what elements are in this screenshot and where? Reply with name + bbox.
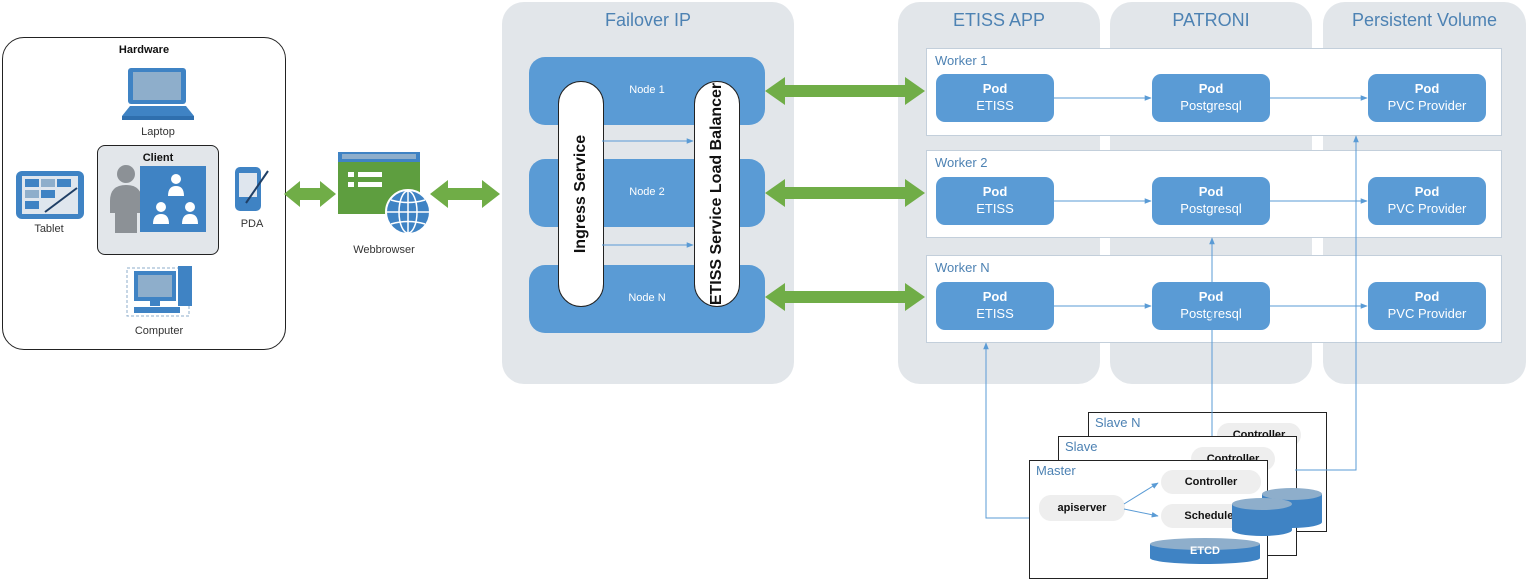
pod-etiss-1: Pod ETISS [936,74,1054,122]
pda-label: PDA [240,218,264,230]
pod-etiss-n: Pod ETISS [936,282,1054,330]
pod-subtitle: ETISS [976,201,1014,216]
pod-subtitle: ETISS [976,306,1014,321]
failover-node-label: Node N [628,292,666,304]
laptop-label: Laptop [141,126,175,138]
pod-title: Pod [1198,289,1224,304]
etiss-app-title: ETISS APP [952,10,1046,30]
pod-title: Pod [982,289,1008,304]
pod-postgres-1: Pod Postgresql [1152,74,1270,122]
hardware-title: Hardware [118,44,170,56]
webbrowser-label: Webbrowser [353,244,415,256]
pod-etiss-2: Pod ETISS [936,177,1054,225]
ingress-service-pill: Ingress Service [558,81,604,307]
apiserver-connector [983,342,1029,519]
slave-etcd-cylinder [1232,498,1292,536]
pod-title: Pod [1198,184,1224,199]
pod-subtitle: PVC Provider [1387,98,1467,113]
green-arrow-browser-failover [430,180,500,208]
pod-subtitle: Postgresql [1180,98,1242,113]
failover-ip-title: Failover IP [604,10,692,30]
computer-icon [126,266,192,317]
pod-title: Pod [982,184,1008,199]
master-controller: Controller [1161,470,1261,494]
failover-node-label: Node 2 [629,186,665,198]
pod-subtitle: PVC Provider [1387,201,1467,216]
api-to-controller-arrow [1123,482,1159,505]
failover-node-label: Node 1 [629,84,665,96]
master-label: Master [1036,463,1076,478]
pod-postgres-2: Pod Postgresql [1152,177,1270,225]
master-apiserver: apiserver [1039,495,1125,521]
patroni-title: PATRONI [1172,10,1250,30]
pod-subtitle: PVC Provider [1387,306,1467,321]
pv-vertical-connector [1295,135,1359,471]
laptop-icon [122,68,194,120]
tablet-icon [16,171,84,219]
pod-subtitle: Postgresql [1180,201,1242,216]
pod-title: Pod [1414,289,1440,304]
etcd-label: ETCD [1190,545,1220,557]
pod-title: Pod [1414,81,1440,96]
api-to-scheduler-arrow [1123,508,1159,518]
load-balancer-pill: ETISS Service Load Balancer [694,81,740,307]
client-person-icon [110,165,142,233]
pod-postgres-n: Pod Postgresql [1152,282,1270,330]
persistent-volume-title: Persistent Volume [1351,10,1498,30]
green-arrow-noden-workern [765,283,925,311]
webbrowser-icon [338,152,431,235]
pod-title: Pod [1414,184,1440,199]
pod-pvc-1: Pod PVC Provider [1368,74,1486,122]
pod-title: Pod [982,81,1008,96]
worker-1-label: Worker 1 [935,53,988,68]
green-arrow-hardware-browser [284,181,336,207]
worker-2-label: Worker 2 [935,155,988,170]
slave-label: Slave [1065,439,1098,454]
client-group-icon [140,166,206,232]
worker-n-label: Worker N [935,260,990,275]
computer-label: Computer [134,325,184,337]
green-arrow-node2-worker2 [765,179,925,207]
pod-subtitle: ETISS [976,98,1014,113]
pod-pvc-n: Pod PVC Provider [1368,282,1486,330]
pod-subtitle: Postgresql [1180,306,1242,321]
tablet-label: Tablet [34,223,64,235]
pod-pvc-2: Pod PVC Provider [1368,177,1486,225]
green-arrow-node1-worker1 [765,77,925,105]
client-title: Client [142,152,174,164]
slave-n-label: Slave N [1095,415,1141,430]
master-etcd-cylinder [1150,538,1260,564]
pda-icon [235,167,269,211]
pod-title: Pod [1198,81,1224,96]
